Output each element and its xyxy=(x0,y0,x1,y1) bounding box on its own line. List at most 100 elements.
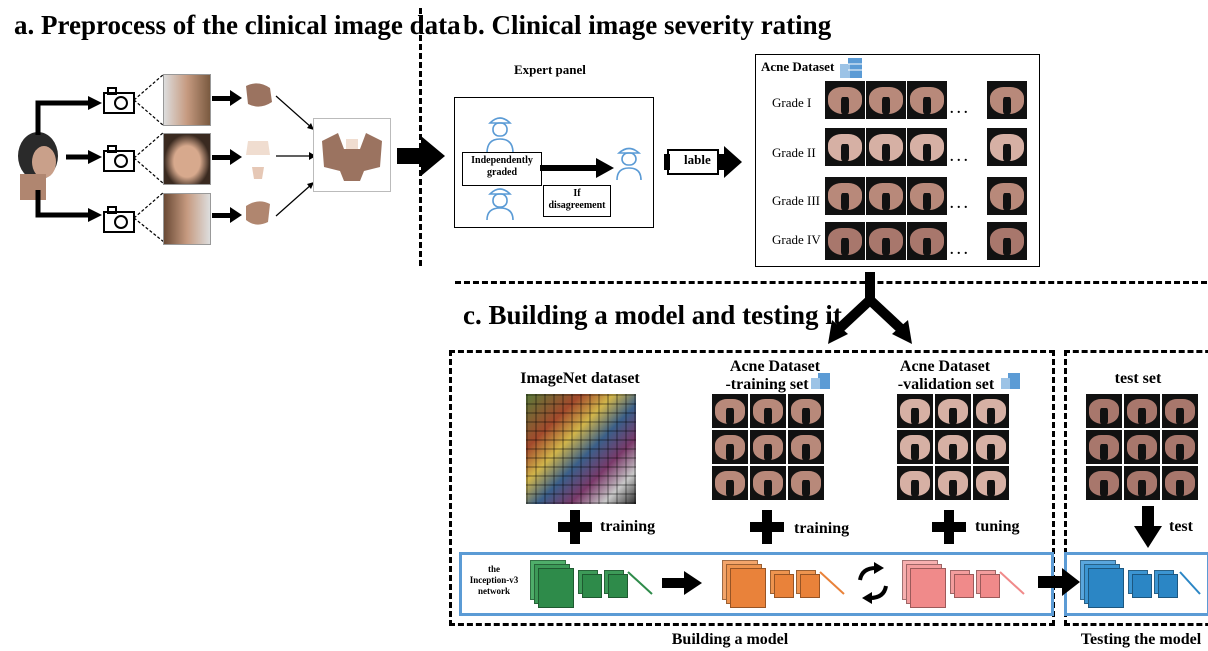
cnn-layer xyxy=(774,574,794,598)
cnn-layer xyxy=(1088,568,1124,608)
cnn-layer xyxy=(910,568,946,608)
acne-face-image xyxy=(825,128,865,166)
acne-face-image xyxy=(1086,466,1122,500)
cheek-crop xyxy=(246,83,272,107)
grade-label: Grade III xyxy=(772,193,820,208)
test-label: test xyxy=(1169,518,1193,535)
acne-face-image xyxy=(973,466,1009,500)
panel-a-title: a. Preprocess of the clinical image data xyxy=(14,10,461,40)
grade-label: Grade I xyxy=(772,95,812,110)
acne-face-image xyxy=(987,81,1027,119)
cnn-layer xyxy=(582,574,602,598)
acne-face-image xyxy=(897,394,933,428)
acne-face-image xyxy=(1162,394,1198,428)
acne-face-image xyxy=(987,222,1027,260)
face-photo-front xyxy=(163,133,211,185)
acne-face-image xyxy=(897,430,933,464)
database-icon xyxy=(811,373,830,389)
acne-face-image xyxy=(712,466,748,500)
ellipsis: . . . xyxy=(950,197,968,212)
acne-face-image xyxy=(897,466,933,500)
acne-face-image xyxy=(750,394,786,428)
acne-face-image xyxy=(987,177,1027,215)
camera-icon xyxy=(103,206,135,233)
acne-face-image xyxy=(1086,430,1122,464)
acne-face-image xyxy=(935,394,971,428)
plus-icon xyxy=(932,510,966,544)
forehead-crop xyxy=(246,141,270,179)
arrow-icon xyxy=(1134,506,1162,548)
ellipsis: . . . xyxy=(950,102,968,117)
acne-face-image xyxy=(712,394,748,428)
acne-face-image xyxy=(1124,430,1160,464)
acne-face-image xyxy=(1162,466,1198,500)
grade-label: Grade II xyxy=(772,145,816,160)
training-set-label-1: Acne Dataset xyxy=(729,358,821,375)
ellipsis: . . . xyxy=(950,243,968,258)
merge-arrows xyxy=(275,95,316,217)
acne-face-image xyxy=(987,128,1027,166)
camera-icon xyxy=(103,87,135,114)
training-label: training xyxy=(600,518,656,535)
arrow-icon xyxy=(662,571,702,595)
validation-set-label-2: -validation set xyxy=(897,376,995,393)
independently-graded-label: Independently graded xyxy=(462,152,542,186)
face-photo-side xyxy=(163,74,211,126)
cheek-crop xyxy=(246,201,270,225)
lable-label: lable xyxy=(684,152,711,167)
acne-face-image xyxy=(935,430,971,464)
divider-bc xyxy=(455,281,1207,284)
head-icon xyxy=(18,132,58,200)
cycle-icon xyxy=(858,562,888,604)
training-label: training xyxy=(794,520,850,537)
acne-face-image xyxy=(712,430,748,464)
acne-face-image xyxy=(1124,466,1160,500)
doctor-icon xyxy=(486,117,514,154)
acne-dataset-label: Acne Dataset xyxy=(761,59,835,74)
network-label: the Inception-v3 network xyxy=(469,564,519,596)
crop-arrows xyxy=(212,90,242,223)
doctor-icon xyxy=(616,147,642,181)
acne-face-image xyxy=(866,128,906,166)
arrow-icon xyxy=(540,158,614,178)
test-set-label: test set xyxy=(1114,370,1162,387)
panel-c-title: c. Building a model and testing it xyxy=(463,300,842,330)
acne-face-image xyxy=(825,177,865,215)
acne-face-image xyxy=(825,222,865,260)
dense-layer xyxy=(999,571,1025,595)
if-disagreement-label: If disagreement xyxy=(543,185,611,217)
arrow-icon xyxy=(1038,568,1080,596)
arrow-icon xyxy=(397,136,445,176)
acne-face-image xyxy=(1124,394,1160,428)
face-photo-side xyxy=(163,193,211,245)
cnn-layer xyxy=(954,574,974,598)
cnn-layer xyxy=(730,568,766,608)
lable-arrow xyxy=(664,146,742,178)
testing-model-caption: Testing the model xyxy=(1080,631,1202,648)
ellipsis: . . . xyxy=(950,150,968,165)
expert-panel-label: Expert panel xyxy=(514,62,586,77)
combined-skin-map xyxy=(313,118,391,192)
acne-face-image xyxy=(907,128,947,166)
database-icon xyxy=(1001,373,1020,389)
acne-face-image xyxy=(788,466,824,500)
split-arrow xyxy=(828,272,912,344)
cnn-layer xyxy=(1132,574,1152,598)
acne-face-image xyxy=(973,394,1009,428)
plus-icon xyxy=(750,510,784,544)
acne-face-image xyxy=(907,81,947,119)
acne-face-image xyxy=(935,466,971,500)
training-set-label-2: -training set xyxy=(725,376,809,393)
cnn-layer xyxy=(608,574,628,598)
tuning-label: tuning xyxy=(975,518,1020,535)
cnn-layer xyxy=(800,574,820,598)
cnn-layer xyxy=(1158,574,1178,598)
acne-face-image xyxy=(788,394,824,428)
acne-face-image xyxy=(866,222,906,260)
building-model-box xyxy=(449,350,1055,626)
database-icon xyxy=(840,58,862,78)
cnn-layer xyxy=(538,568,574,608)
cnn-layer xyxy=(980,574,1000,598)
camera-icon xyxy=(103,145,135,172)
imagenet-label: ImageNet dataset xyxy=(520,370,640,387)
